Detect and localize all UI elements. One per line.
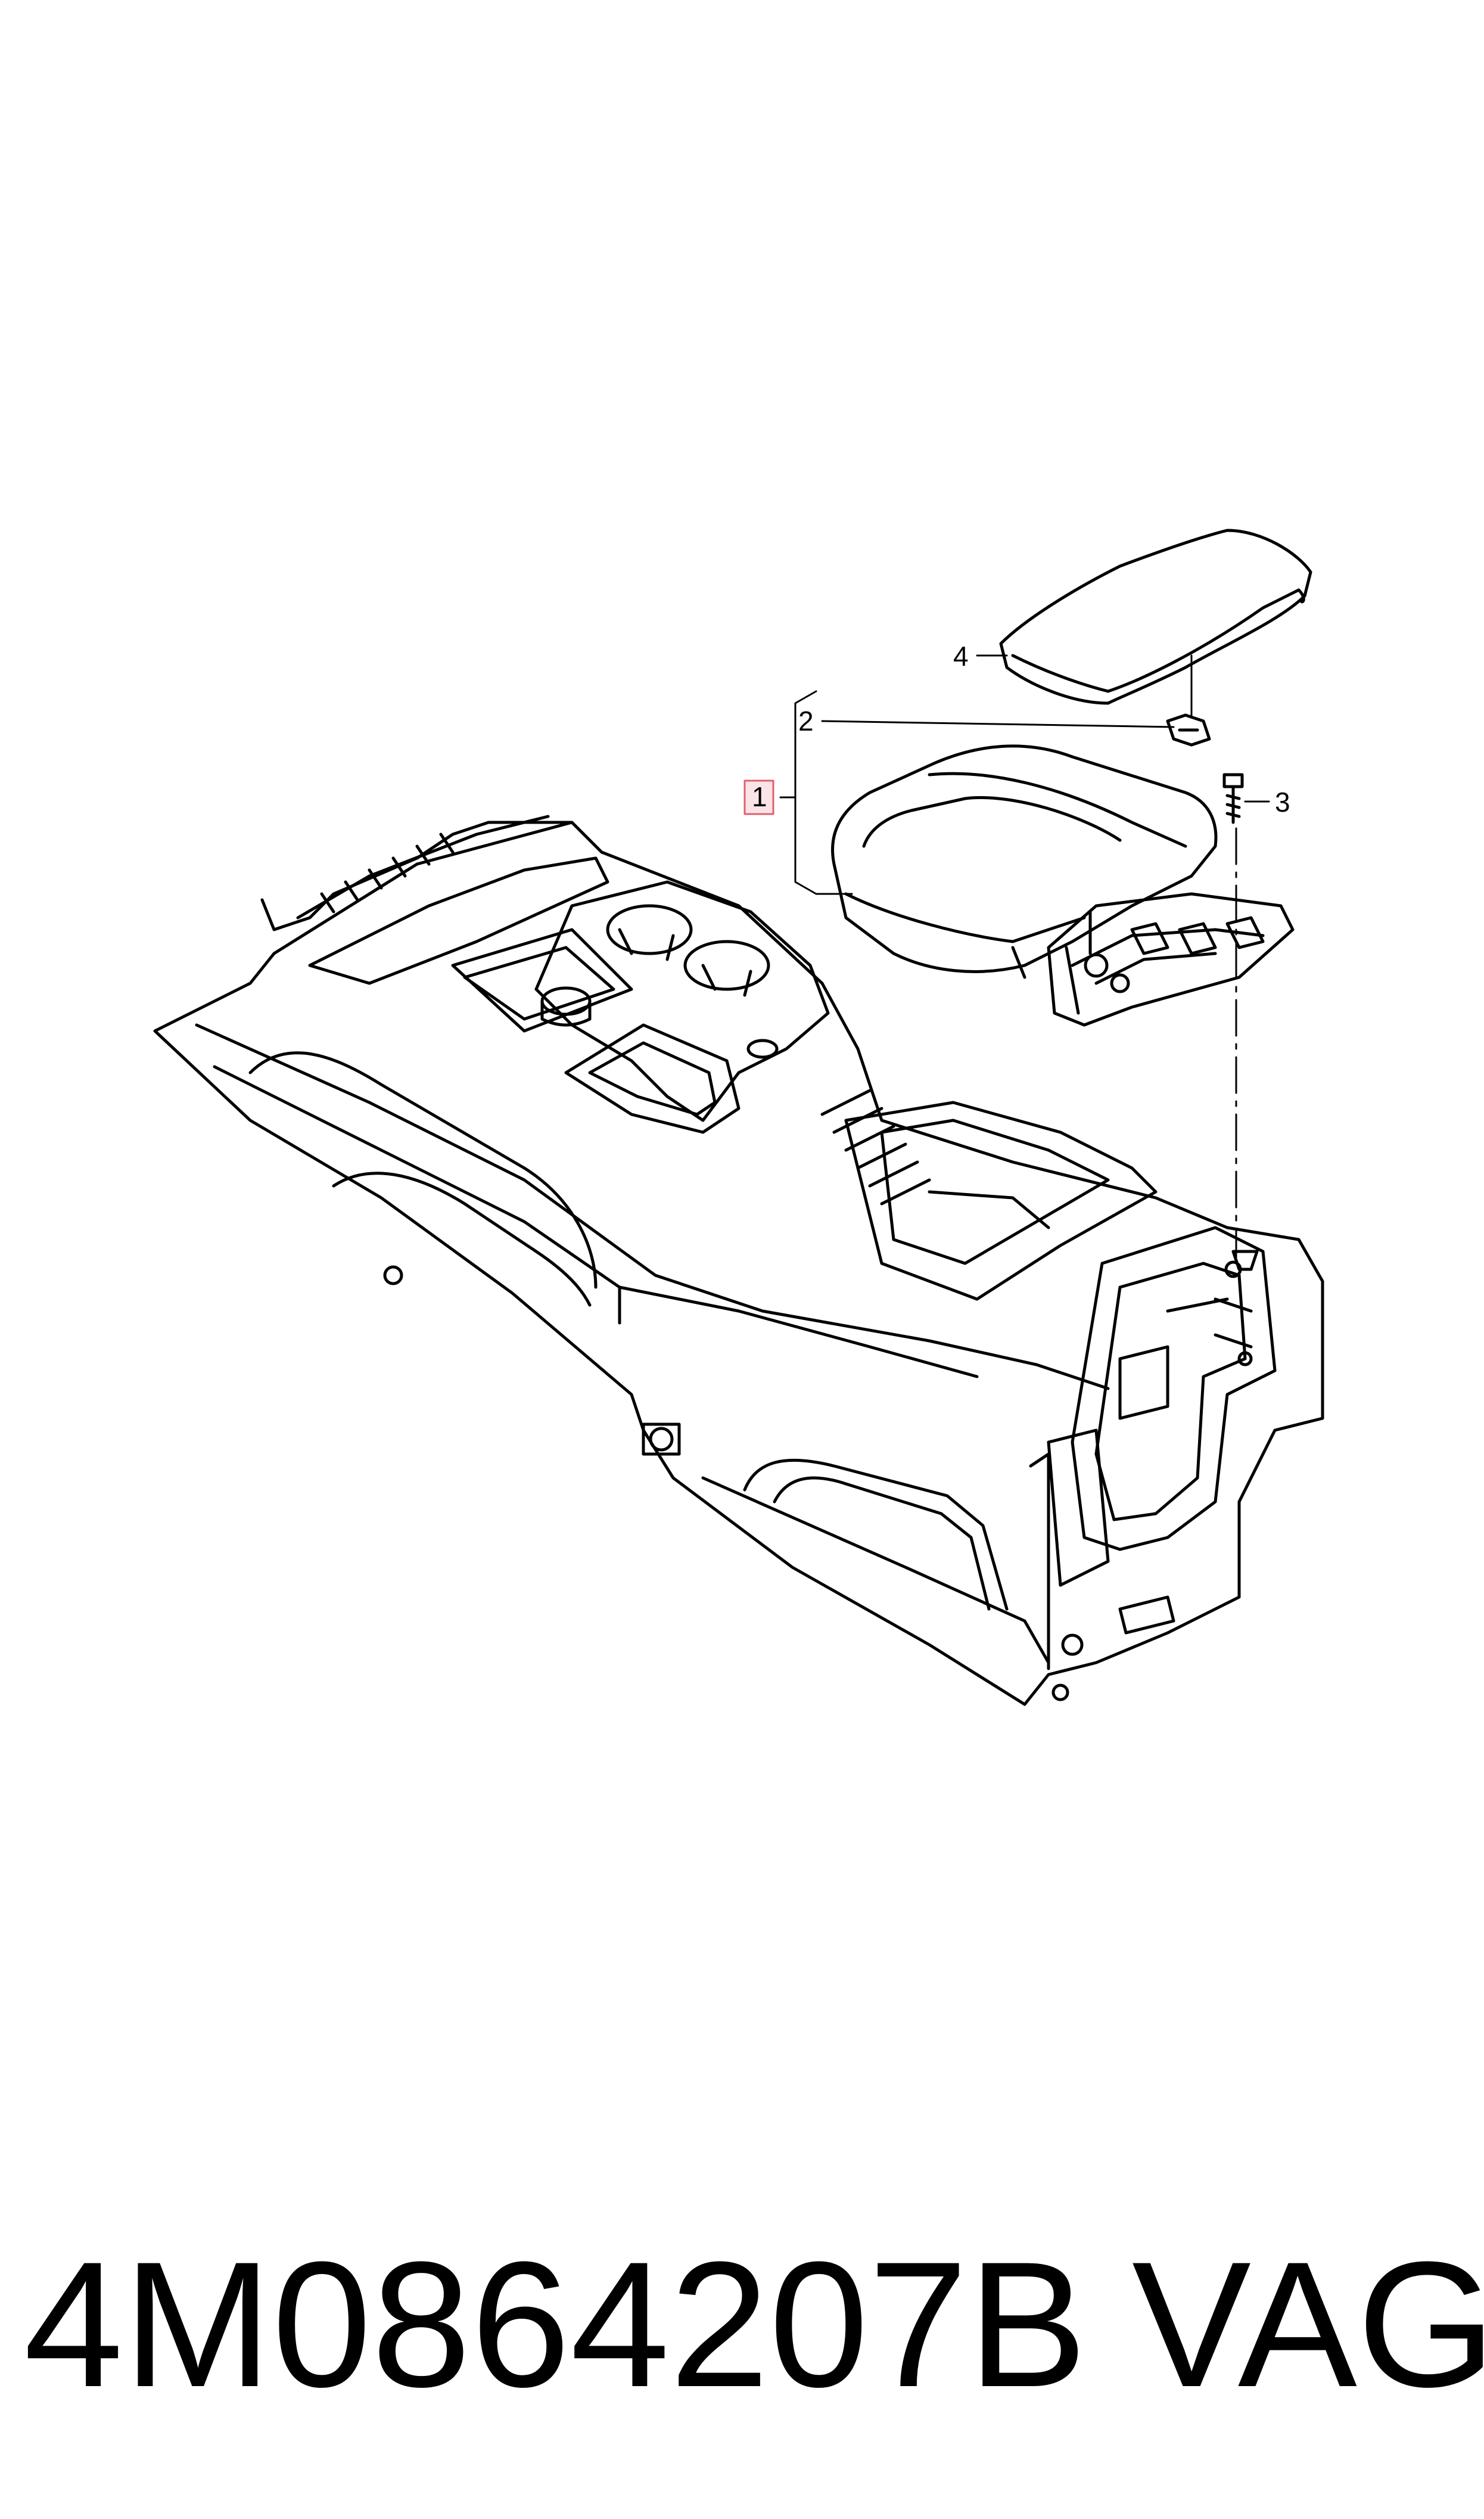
screw-part <box>1222 773 1244 824</box>
callout-1-label: 1 <box>752 781 767 812</box>
center-console-body <box>153 821 1324 1706</box>
storage-tray <box>820 1089 1158 1301</box>
armrest-lid-cover <box>999 529 1312 705</box>
console-top-deck <box>260 815 609 985</box>
console-bracket-frame <box>1029 1226 1277 1701</box>
cup-holder-area <box>451 880 830 1134</box>
callout-leaders <box>779 654 1270 895</box>
callout-4-label: 4 <box>953 641 969 672</box>
part-number-caption: 4M0864207B <box>24 2224 1087 2424</box>
clip-part <box>1166 713 1211 747</box>
callout-3-label: 3 <box>1275 787 1290 818</box>
brand-caption: VAG <box>1132 2224 1484 2424</box>
armrest-assembly <box>831 744 1295 1027</box>
callout-1-box <box>743 779 774 815</box>
callout-2-label: 2 <box>798 706 814 737</box>
